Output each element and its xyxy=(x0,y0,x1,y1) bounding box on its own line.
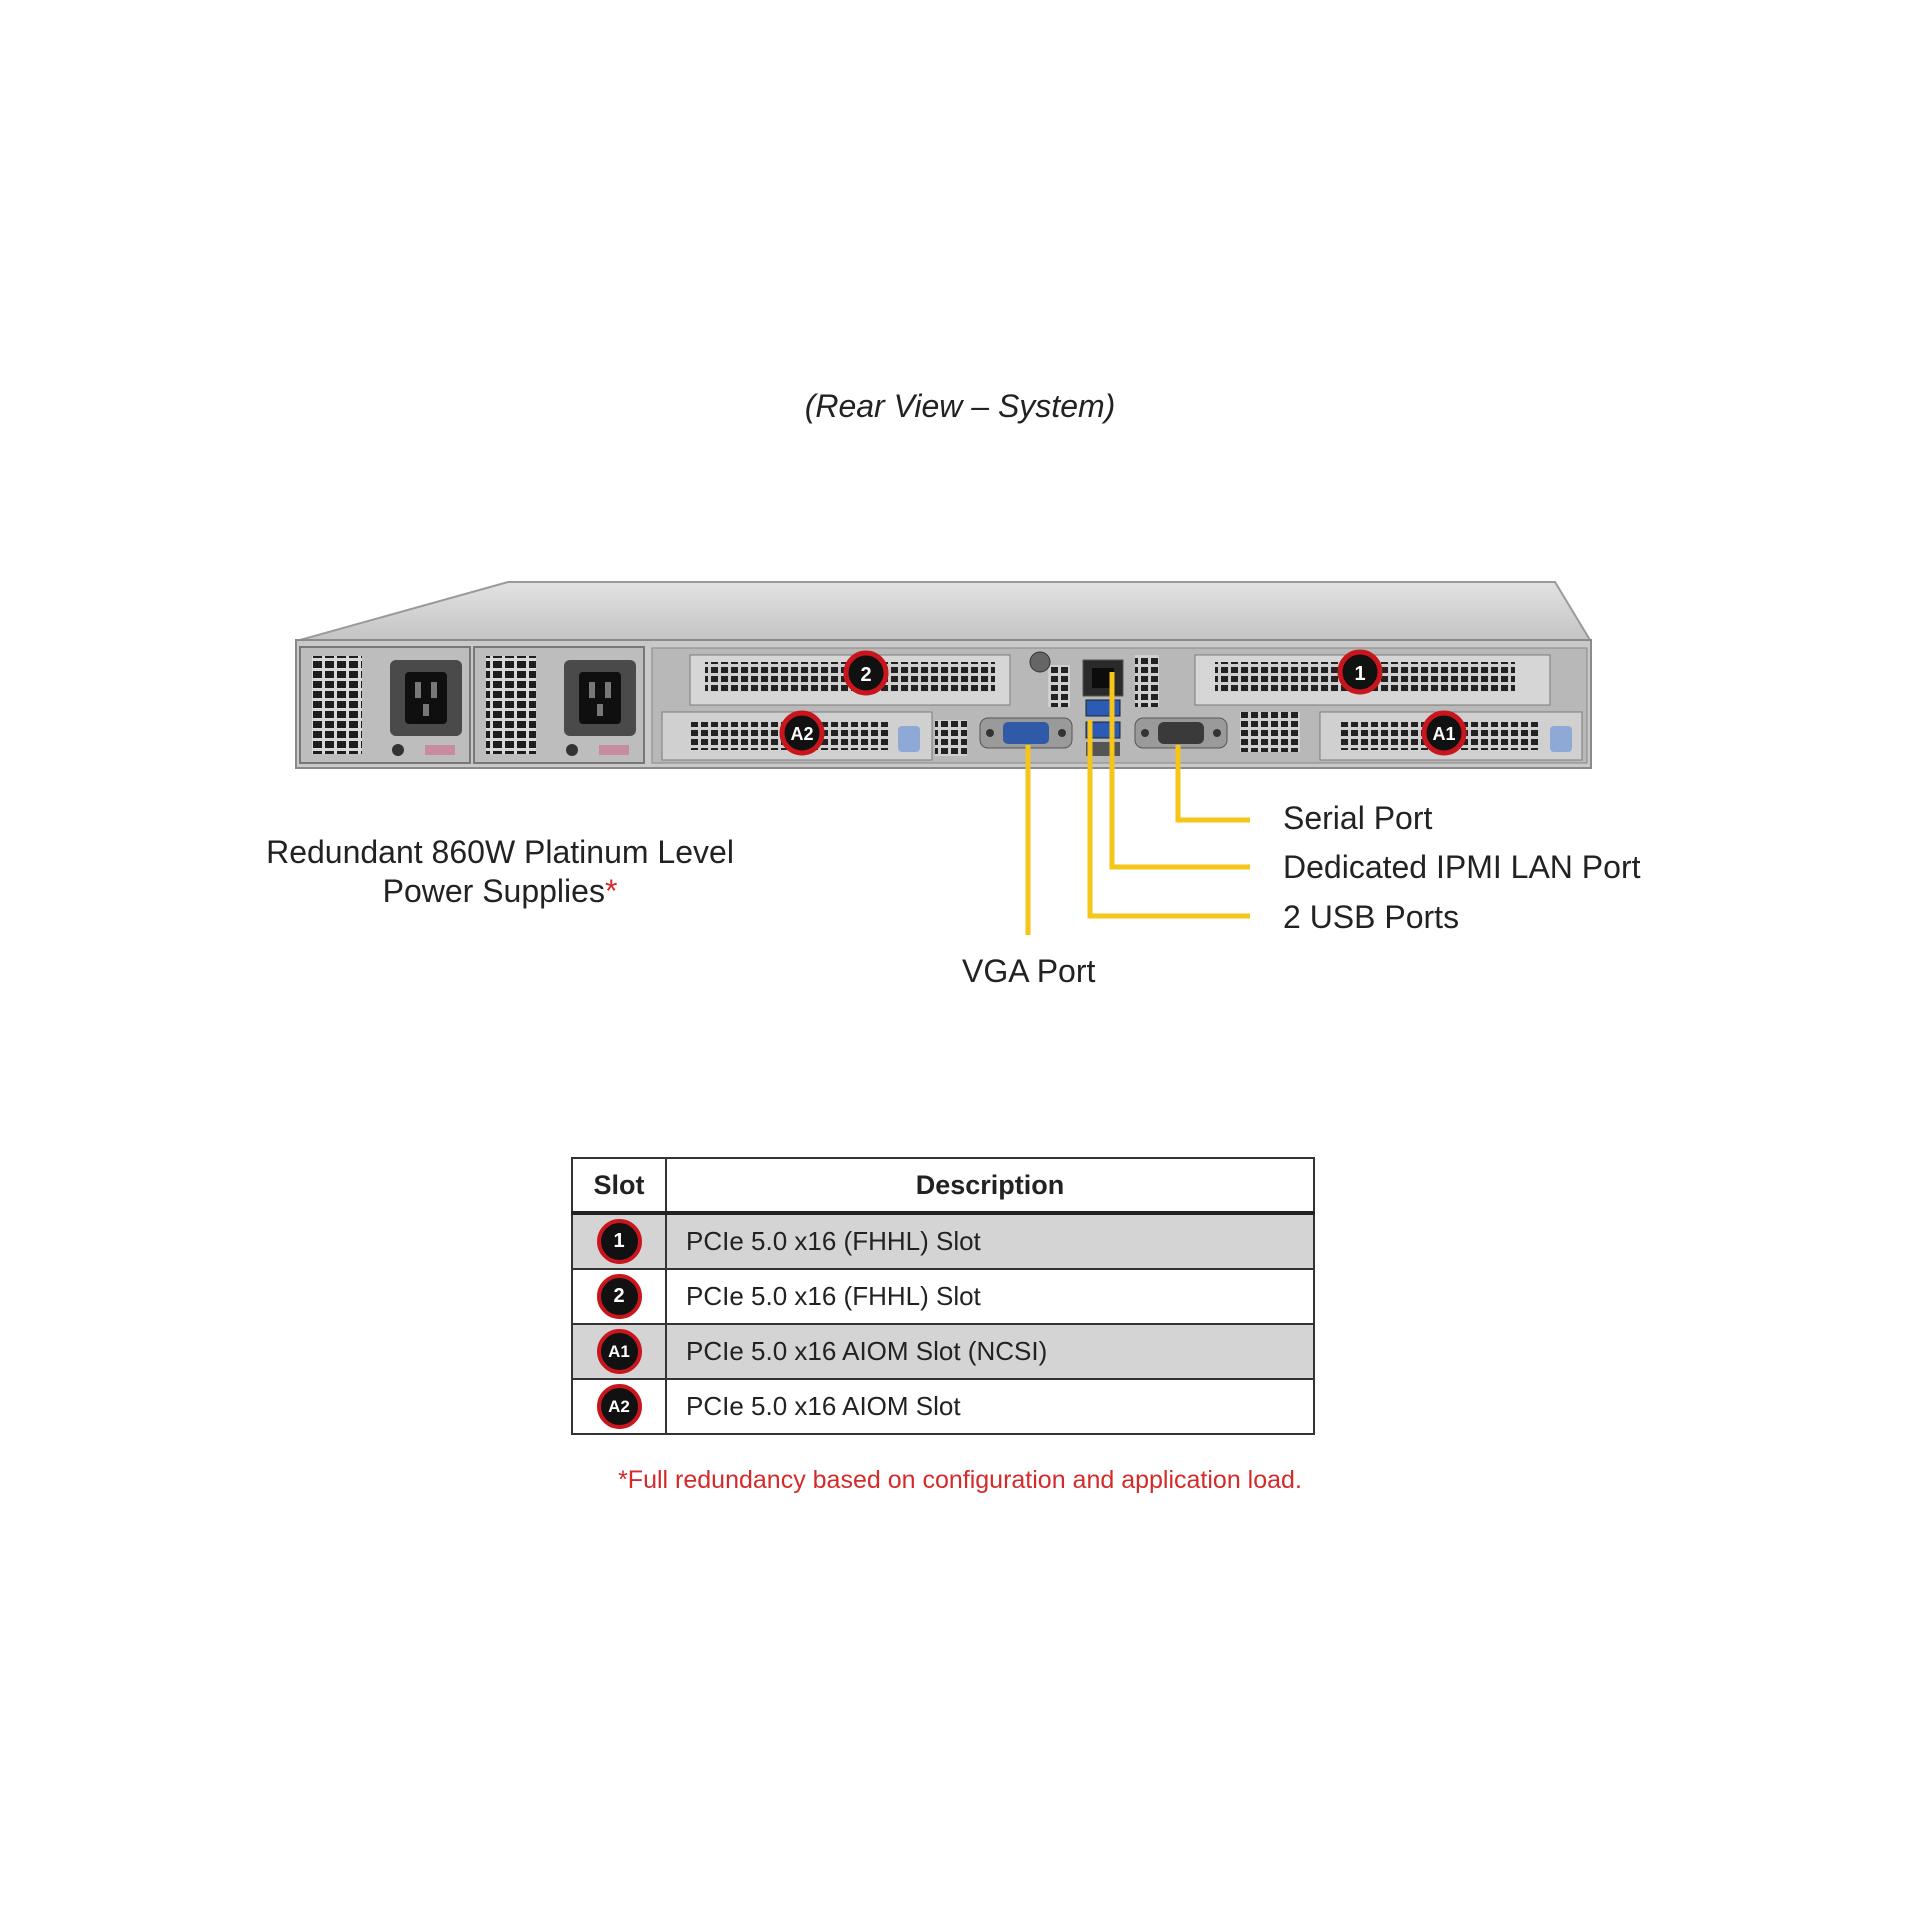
power-supply-label-line2: Power Supplies* xyxy=(382,873,618,909)
callout-lines xyxy=(1025,672,1250,935)
badge-slot-a2-icon: A2 xyxy=(779,710,825,756)
power-supply-2 xyxy=(473,646,645,764)
slot-badge-icon: 1 xyxy=(596,1219,642,1264)
server-rear-view: 2 1 A2 A1 xyxy=(295,581,1592,935)
power-supply-1 xyxy=(299,646,471,764)
slot-description: PCIe 5.0 x16 (FHHL) Slot xyxy=(665,1268,1315,1325)
table-row: A2 PCIe 5.0 x16 AIOM Slot xyxy=(571,1378,1315,1435)
footnote: *Full redundancy based on configuration … xyxy=(618,1466,1302,1494)
slot-table: Slot Description 1 PCIe 5.0 x16 (FHHL) S… xyxy=(571,1157,1315,1435)
slot-badge-icon: A1 xyxy=(596,1329,642,1374)
diagram-caption: (Rear View – System) xyxy=(804,388,1116,424)
serial-port-icon xyxy=(1134,717,1228,749)
badge-slot-1-icon: 1 xyxy=(1337,649,1383,695)
ipmi-port-label: Dedicated IPMI LAN Port xyxy=(1283,849,1641,885)
svg-text:A1: A1 xyxy=(1432,724,1455,744)
serial-port-label: Serial Port xyxy=(1283,800,1433,836)
usb-ports-label: 2 USB Ports xyxy=(1283,899,1460,935)
table-row: 2 PCIe 5.0 x16 (FHHL) Slot xyxy=(571,1268,1315,1325)
ipmi-port-leader xyxy=(1109,672,1250,870)
table-row: 1 PCIe 5.0 x16 (FHHL) Slot xyxy=(571,1212,1315,1270)
header-slot: Slot xyxy=(571,1157,667,1215)
usb-ports-leader xyxy=(1087,720,1250,919)
slot-description: PCIe 5.0 x16 (FHHL) Slot xyxy=(665,1212,1315,1270)
table-row: A1 PCIe 5.0 x16 AIOM Slot (NCSI) xyxy=(571,1323,1315,1380)
vga-port-label: VGA Port xyxy=(962,953,1096,989)
chassis-top xyxy=(299,581,1592,641)
badge-slot-2-icon: 2 xyxy=(843,650,889,696)
vga-port-icon xyxy=(979,717,1073,749)
asterisk-mark: * xyxy=(604,873,618,909)
ipmi-lan-port-icon xyxy=(1082,659,1124,697)
serial-port-leader xyxy=(1175,745,1250,823)
slot-badge-icon: 2 xyxy=(596,1274,642,1319)
power-supply-label: Redundant 860W Platinum Level Power Supp… xyxy=(240,833,760,911)
svg-text:1: 1 xyxy=(1354,663,1365,685)
power-supply-label-line1: Redundant 860W Platinum Level xyxy=(266,834,734,870)
slot-description: PCIe 5.0 x16 AIOM Slot xyxy=(665,1378,1315,1435)
header-description: Description xyxy=(665,1157,1315,1215)
slot-description: PCIe 5.0 x16 AIOM Slot (NCSI) xyxy=(665,1323,1315,1380)
badge-slot-a1-icon: A1 xyxy=(1421,710,1467,756)
svg-text:2: 2 xyxy=(860,664,871,686)
svg-text:A2: A2 xyxy=(790,724,813,744)
slot-badge-icon: A2 xyxy=(596,1384,642,1429)
